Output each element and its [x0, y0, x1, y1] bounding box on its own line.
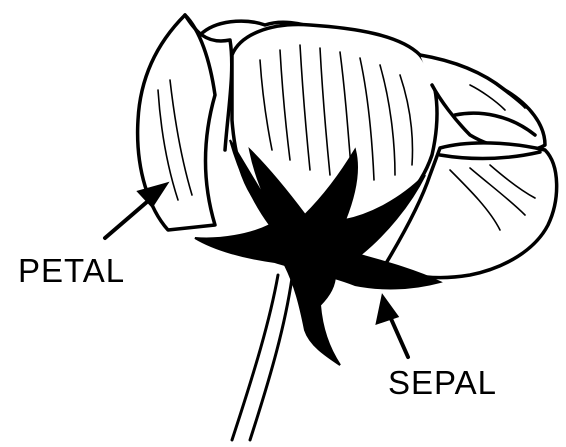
right-back-petal [420, 55, 545, 150]
sepal-label: SEPAL [388, 366, 497, 399]
petal-label: PETAL [18, 254, 125, 287]
sepal-arrow-icon [378, 298, 408, 357]
stem [232, 275, 278, 440]
